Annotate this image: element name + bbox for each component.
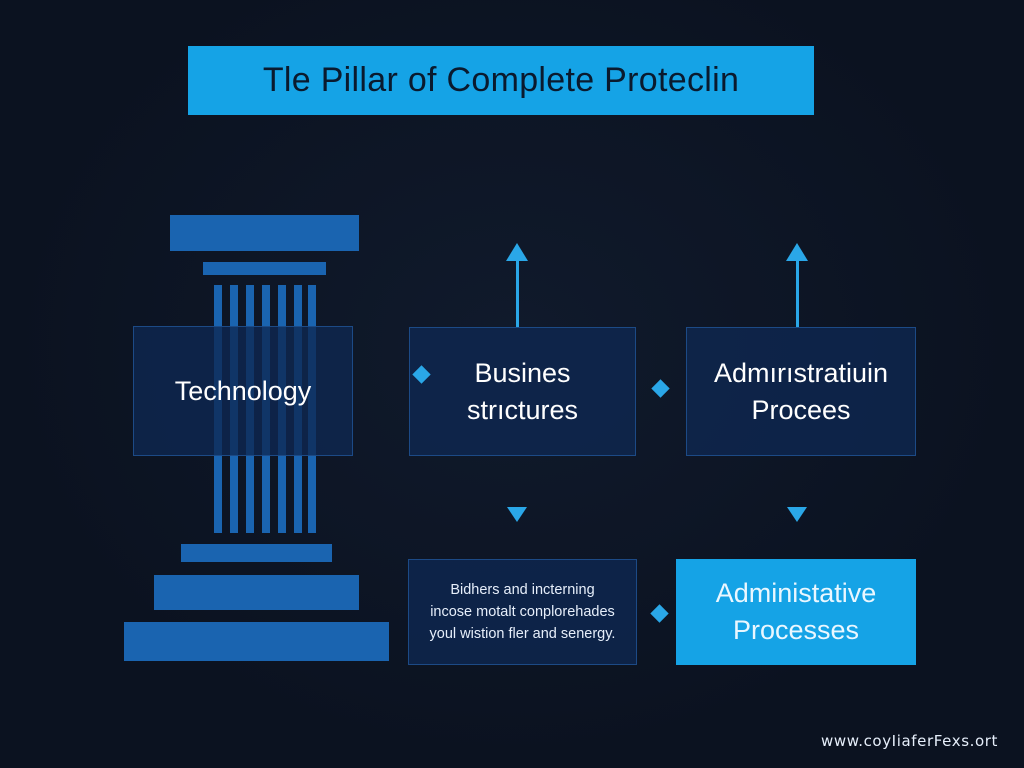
node-business-structures: Busines strıctures [409,327,636,456]
pillar-base-step-1 [181,544,332,562]
diamond-connector-icon [651,379,670,398]
node-description: Bidhers and incterning incose motalt con… [408,559,637,665]
node-administration-process-label: Admırıstratiuin Procees [713,357,889,425]
node-administration-process: Admırıstratiuin Procees [686,327,916,456]
node-business-structures-label: Busines strıctures [466,357,579,425]
diagram-title: Tle Pillar of Complete Proteclin [262,61,740,99]
footer-url: www.coyIiaferFexs.ort [820,732,998,750]
arrow-down-icon [787,507,807,522]
pillar-base-step-2 [154,575,359,610]
connector-line [796,258,799,327]
title-banner: Tle Pillar of Complete Proteclin [188,46,814,115]
pillar-capital-bottom [203,262,326,275]
pillar-capital-top [170,215,359,251]
connector-line [516,258,519,327]
arrow-up-icon [506,243,528,261]
diamond-connector-icon [650,604,669,623]
node-administrative-processes-label: Administative Processes [715,578,877,645]
node-description-text: Bidhers and incterning incose motalt con… [429,582,616,642]
pillar-base-step-3 [124,622,389,661]
arrow-up-icon [786,243,808,261]
node-technology: Technology [133,326,353,456]
arrow-down-icon [507,507,527,522]
node-technology-label: Technology [174,375,312,406]
node-administrative-processes: Administative Processes [676,559,916,665]
